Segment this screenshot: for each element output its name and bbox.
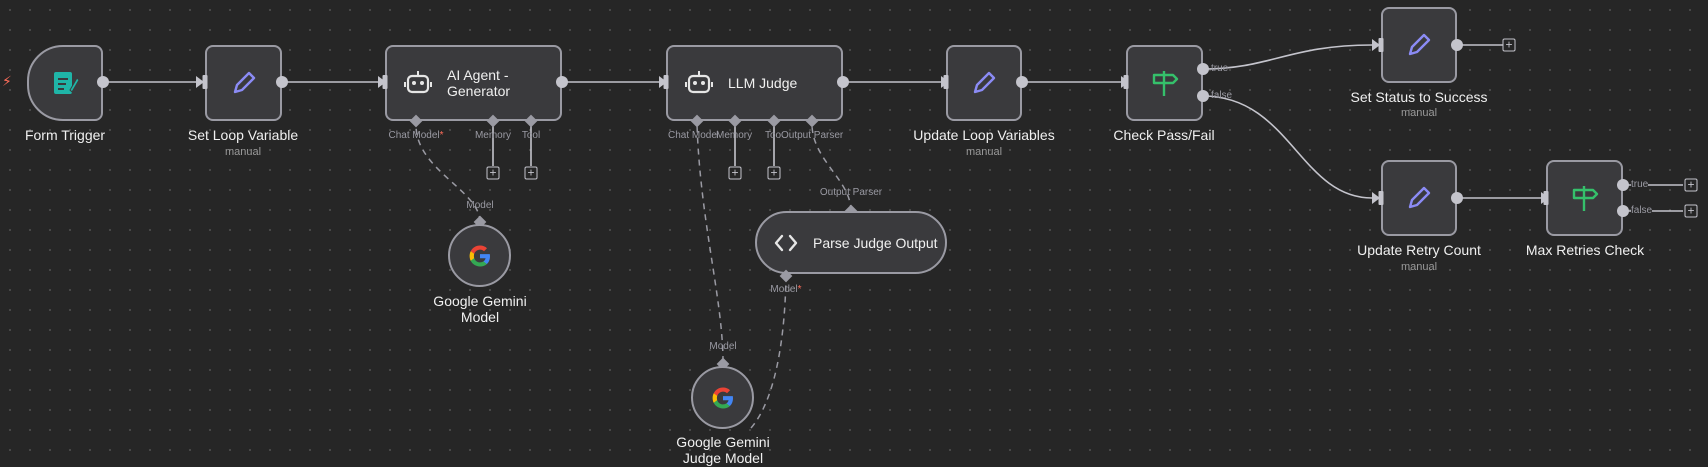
check-pass-fail-true-label: true xyxy=(1211,63,1229,74)
update-loop-variables-sub: manual xyxy=(965,146,1003,158)
parse-judge-output-model-label: Model* xyxy=(770,284,802,295)
node-set-status-success[interactable] xyxy=(1381,7,1457,83)
node-google-gemini-model[interactable] xyxy=(448,224,511,287)
max-retries-true-add-button[interactable]: + xyxy=(1684,178,1698,192)
form-trigger-label: Form Trigger xyxy=(24,127,106,143)
ai-agent-add-memory-button[interactable]: + xyxy=(486,166,500,180)
form-icon xyxy=(50,68,80,98)
node-update-loop-variables[interactable] xyxy=(946,45,1022,121)
max-retries-true-handle[interactable] xyxy=(1617,179,1629,191)
max-retries-false-handle[interactable] xyxy=(1617,205,1629,217)
set-loop-variable-sub: manual xyxy=(224,146,262,158)
gemini-model-label-line2: Model xyxy=(460,309,500,325)
pencil-icon xyxy=(969,68,999,98)
node-form-trigger[interactable] xyxy=(27,45,103,121)
check-pass-fail-label: Check Pass/Fail xyxy=(1113,127,1215,143)
trigger-bolt-icon: ⚡ xyxy=(2,73,12,89)
max-retries-true-label: true xyxy=(1631,179,1649,190)
llm-judge-add-tool-button[interactable]: + xyxy=(767,166,781,180)
form-trigger-output-handle[interactable] xyxy=(97,76,109,88)
set-status-success-label: Set Status to Success xyxy=(1350,89,1488,105)
google-g-icon xyxy=(710,385,736,411)
node-max-retries-check[interactable] xyxy=(1546,160,1623,236)
check-pass-fail-input-handle[interactable] xyxy=(1123,75,1129,89)
max-retries-check-input-handle[interactable] xyxy=(1543,191,1549,205)
llm-judge-output-handle[interactable] xyxy=(837,76,849,88)
llm-judge-input-handle[interactable] xyxy=(663,75,669,89)
ai-agent-output-handle[interactable] xyxy=(556,76,568,88)
llm-judge-title: LLM Judge xyxy=(728,75,798,91)
set-loop-variable-label: Set Loop Variable xyxy=(187,127,299,143)
llm-judge-chat-model-label: Chat Model xyxy=(668,130,718,141)
check-pass-fail-true-handle[interactable] xyxy=(1197,63,1209,75)
google-g-icon xyxy=(467,243,493,269)
set-loop-variable-output-handle[interactable] xyxy=(276,76,288,88)
robot-icon xyxy=(403,68,433,98)
signpost-icon xyxy=(1149,67,1181,99)
node-llm-judge[interactable]: LLM Judge xyxy=(666,45,843,121)
set-status-success-add-button[interactable]: + xyxy=(1502,38,1516,52)
ai-agent-add-tool-button[interactable]: + xyxy=(524,166,538,180)
parse-judge-output-title: Parse Judge Output xyxy=(813,234,938,251)
check-pass-fail-false-label: false xyxy=(1211,90,1233,101)
set-loop-variable-input-handle[interactable] xyxy=(202,75,208,89)
node-update-retry-count[interactable] xyxy=(1381,160,1457,236)
node-check-pass-fail[interactable] xyxy=(1126,45,1203,121)
update-retry-count-sub: manual xyxy=(1400,261,1438,273)
check-pass-fail-false-handle[interactable] xyxy=(1197,90,1209,102)
ai-agent-chat-model-label: Chat Model* xyxy=(388,130,444,141)
signpost-icon xyxy=(1569,182,1601,214)
edge-check-false-to-retry xyxy=(1202,95,1373,199)
node-ai-agent-generator[interactable]: AI Agent - Generator xyxy=(385,45,562,121)
edge-gemini-judge-to-judge xyxy=(696,123,724,363)
update-loop-variables-output-handle[interactable] xyxy=(1016,76,1028,88)
llm-judge-memory-label: Memory xyxy=(716,130,753,141)
max-retries-check-label: Max Retries Check xyxy=(1525,242,1645,258)
gemini-model-label-line1: Google Gemini xyxy=(433,293,527,309)
gemini-model-port-label: Model xyxy=(466,200,494,211)
set-status-success-input-handle[interactable] xyxy=(1378,38,1384,52)
edge-gemini-judge-to-parser xyxy=(750,275,787,429)
robot-icon xyxy=(684,68,714,98)
update-retry-count-label: Update Retry Count xyxy=(1357,242,1481,258)
pencil-icon xyxy=(1404,30,1434,60)
ai-agent-title-line1: AI Agent - xyxy=(447,67,509,83)
max-retries-false-label: false xyxy=(1631,205,1653,216)
ai-agent-title-line2: Generator xyxy=(447,83,511,99)
pencil-icon xyxy=(229,68,259,98)
ai-agent-tool-label: Tool xyxy=(521,130,541,141)
update-loop-variables-input-handle[interactable] xyxy=(943,75,949,89)
update-retry-count-input-handle[interactable] xyxy=(1378,191,1384,205)
llm-judge-add-memory-button[interactable]: + xyxy=(728,166,742,180)
node-parse-judge-output[interactable]: Parse Judge Output xyxy=(755,211,947,274)
code-brackets-icon xyxy=(773,230,799,256)
ai-agent-input-handle[interactable] xyxy=(382,75,388,89)
node-google-gemini-judge-model[interactable] xyxy=(691,366,754,429)
gemini-judge-model-label-line2: Judge Model xyxy=(682,450,764,466)
edge-check-true-to-success xyxy=(1202,44,1373,70)
set-status-success-output-handle[interactable] xyxy=(1451,39,1463,51)
set-status-success-sub: manual xyxy=(1400,107,1438,119)
update-loop-variables-label: Update Loop Variables xyxy=(913,127,1055,143)
ai-agent-memory-label: Memory xyxy=(474,130,512,141)
llm-judge-output-parser-label: Output Parser xyxy=(781,130,844,141)
max-retries-false-add-button[interactable]: + xyxy=(1684,204,1698,218)
pencil-icon xyxy=(1404,183,1434,213)
gemini-judge-model-label-line1: Google Gemini xyxy=(676,434,770,450)
update-retry-count-output-handle[interactable] xyxy=(1451,192,1463,204)
node-set-loop-variable[interactable] xyxy=(205,45,282,121)
llm-judge-tool-label: Tool xyxy=(765,130,781,141)
parse-judge-output-in-label: Output Parser xyxy=(819,187,883,198)
gemini-judge-model-port-label: Model xyxy=(709,341,737,352)
